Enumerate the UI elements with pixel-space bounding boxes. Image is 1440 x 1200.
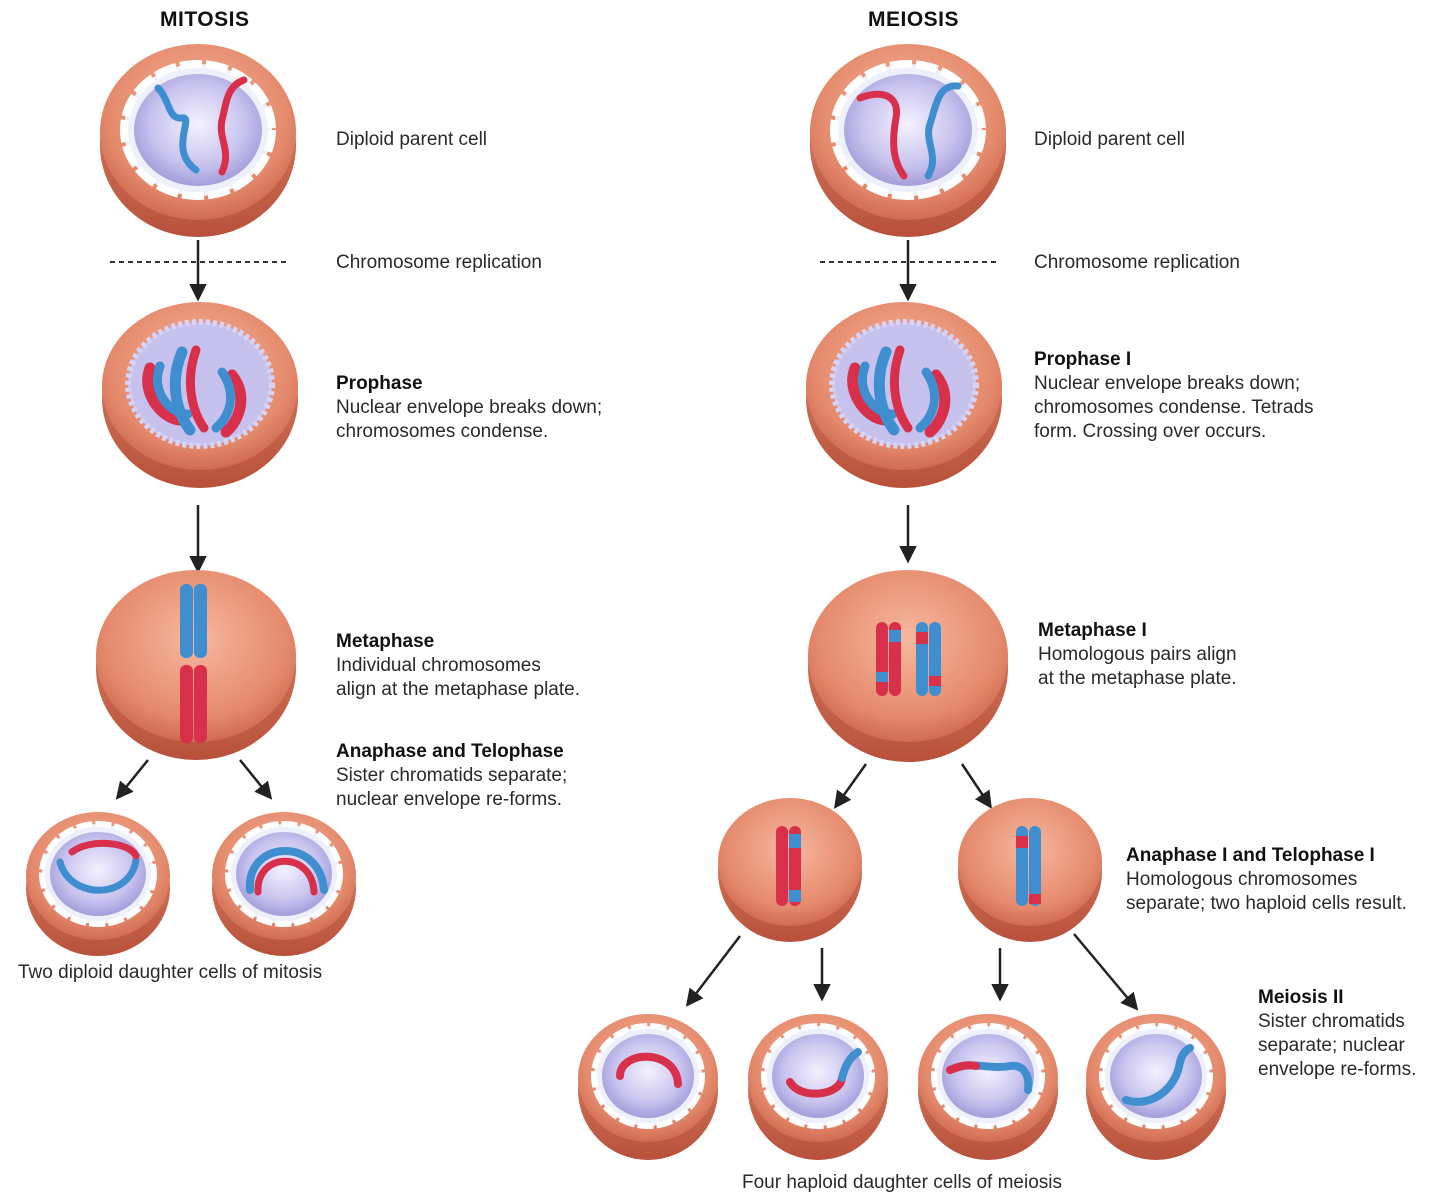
stage-title: Prophase I	[1034, 349, 1132, 370]
stage-title: Metaphase I	[1038, 620, 1147, 641]
stage-description: Sister chromatids separate; nuclear enve…	[336, 765, 568, 810]
mitosis-result-caption: Two diploid daughter cells of mitosis	[18, 962, 323, 983]
stage-description: Sister chromatids separate; nuclear enve…	[1258, 1011, 1417, 1080]
meiosis-result-caption: Four haploid daughter cells of meiosis	[742, 1172, 1063, 1193]
meiosis-i-haploid-cell-1	[718, 798, 862, 942]
mitosis-daughter-cell-1	[26, 812, 170, 956]
meiosis-stage-metaphase-i: Metaphase I Homologous pairs align at th…	[1038, 619, 1237, 691]
mitosis-stage-prophase: Prophase Nuclear envelope breaks down; c…	[336, 372, 602, 444]
stage-title: Meiosis II	[1258, 987, 1344, 1008]
mitosis-daughter-cell-2	[212, 812, 356, 956]
stage-title: Anaphase and Telophase	[336, 741, 564, 762]
mitosis-replication-label: Chromosome replication	[336, 252, 542, 273]
meiosis-daughter-cell-3	[918, 1014, 1058, 1160]
stage-description: Nuclear envelope breaks down; chromosome…	[1034, 373, 1314, 442]
stage-title: Metaphase	[336, 631, 435, 652]
mitosis-prophase-cell	[102, 302, 298, 488]
meiosis-stage-anaphase-telophase-i: Anaphase I and Telophase I Homologous ch…	[1126, 844, 1407, 916]
stage-description: Individual chromosomes align at the meta…	[336, 655, 581, 700]
meiosis-stage-prophase-i: Prophase I Nuclear envelope breaks down;…	[1034, 348, 1314, 444]
stage-description: Nuclear envelope breaks down; chromosome…	[336, 397, 603, 442]
mitosis-heading: MITOSIS	[160, 8, 250, 31]
meiosis-parent-cell	[810, 44, 1006, 237]
meiosis-parent-label: Diploid parent cell	[1034, 129, 1186, 150]
meiosis-i-haploid-cell-2	[958, 798, 1102, 942]
meiosis-heading: MEIOSIS	[868, 8, 960, 31]
meiosis-metaphase-i-cell	[808, 570, 1008, 762]
meiosis-replication-label: Chromosome replication	[1034, 252, 1240, 273]
meiosis-daughter-cell-2	[748, 1014, 888, 1160]
stage-description: Homologous chromosomes separate; two hap…	[1126, 869, 1407, 914]
mitosis-stage-anaphase-telophase: Anaphase and Telophase Sister chromatids…	[336, 740, 567, 812]
mitosis-stage-metaphase: Metaphase Individual chromosomes align a…	[336, 630, 580, 702]
stage-title: Anaphase I and Telophase I	[1126, 845, 1375, 866]
stage-description: Homologous pairs align at the metaphase …	[1038, 644, 1237, 689]
meiosis-daughter-cell-1	[578, 1014, 718, 1160]
mitosis-parent-label: Diploid parent cell	[336, 129, 488, 150]
mitosis-metaphase-cell	[96, 570, 296, 760]
mitosis-parent-cell	[100, 44, 296, 237]
stage-title: Prophase	[336, 373, 423, 394]
meiosis-daughter-cell-4	[1086, 1014, 1226, 1160]
meiosis-stage-meiosis-ii: Meiosis II Sister chromatids separate; n…	[1258, 986, 1416, 1082]
meiosis-prophase-cell	[806, 302, 1002, 488]
